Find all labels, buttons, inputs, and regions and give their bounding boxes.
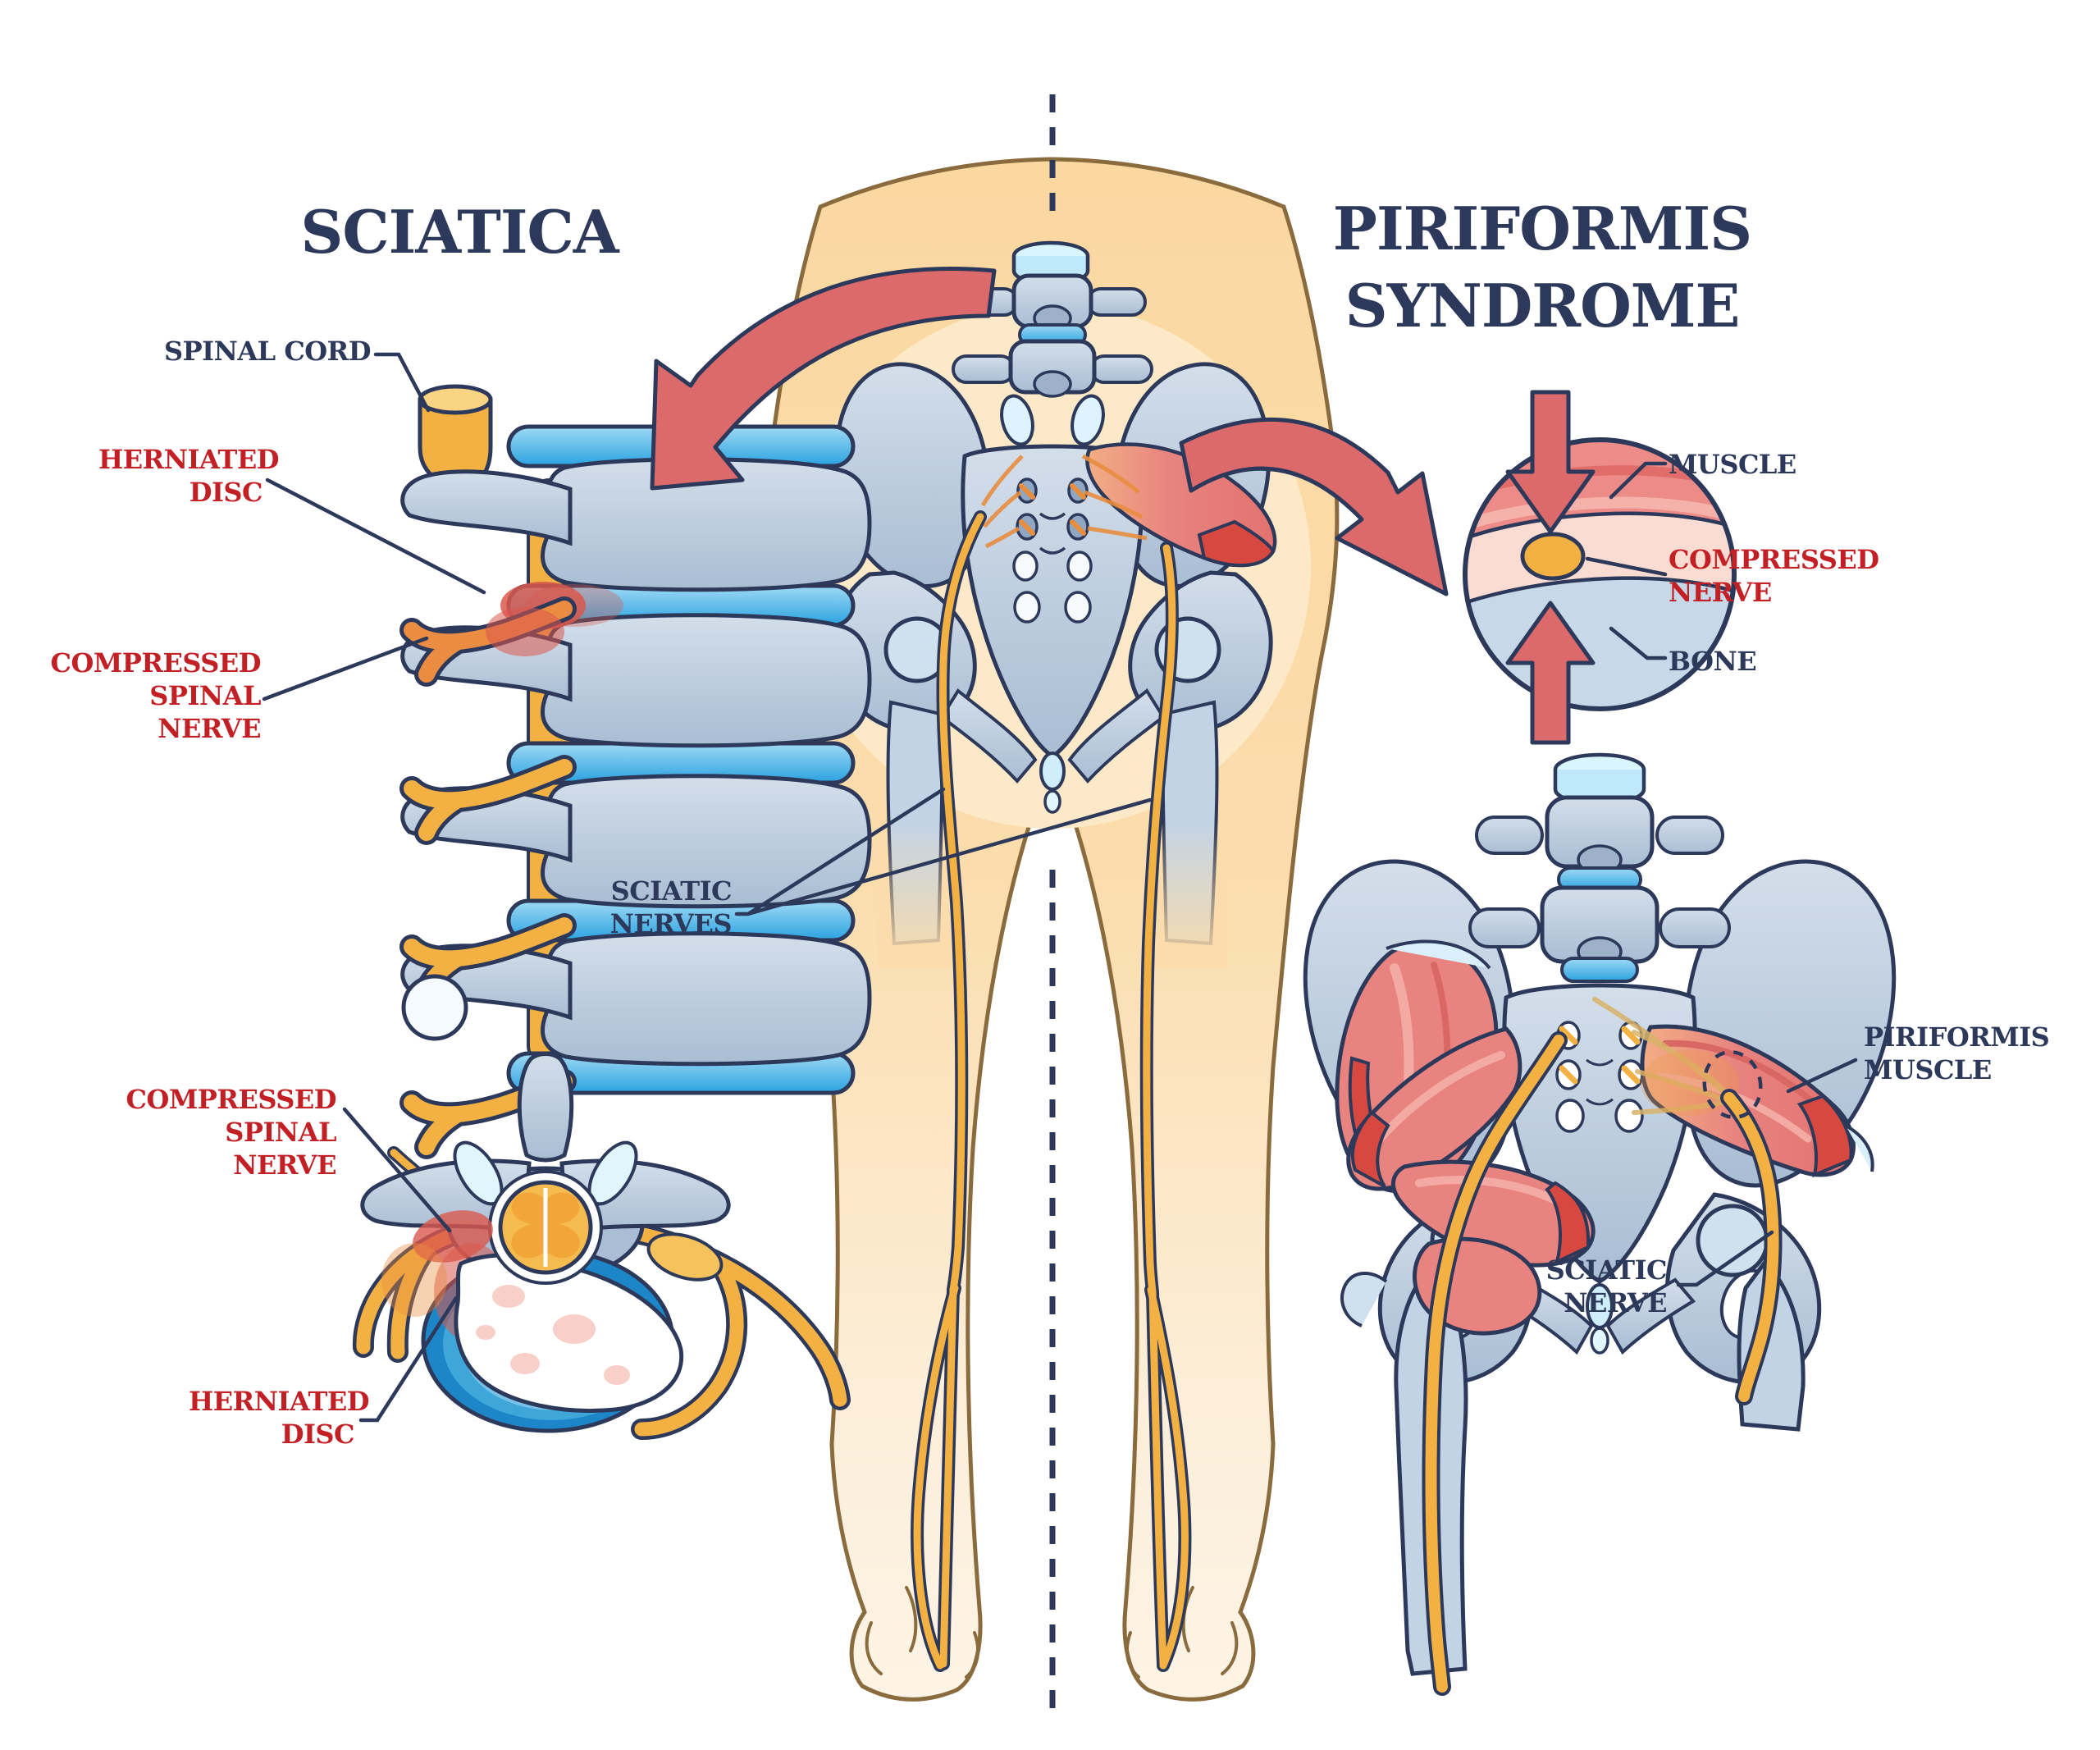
arrow-to-sciatica [650,267,997,491]
leader-herniated-disc-lower [358,1295,459,1423]
leader-compressed-spinal-nerve-upper [262,636,429,701]
pelvis-piriformis-view [1303,752,1893,1687]
bone-label: BONE [1669,646,1757,677]
compressed-spinal-nerve-upper-label: COMPRESSED SPINAL NERVE [50,647,262,744]
compressed-nerve-label: COMPRESSED NERVE [1669,544,1879,608]
arrow-to-piriformis [1179,417,1449,596]
leader-compressed-spinal-nerve-lower [342,1107,452,1233]
compression-site-dashed-circle [1702,1049,1763,1120]
piriformis-center [980,442,1277,568]
leader-bone [1609,626,1668,660]
leader-lines [262,352,1858,1423]
sciatic-nerves-label: SCIATIC NERVES [609,875,733,939]
leader-sciatic-nerve [1676,1230,1774,1287]
leader-spinal-cord [373,352,431,413]
leader-compressed-nerve [1585,556,1668,577]
herniated-disc-upper-label: HERNIATED DISC [98,444,279,508]
leader-muscle [1609,461,1668,500]
herniated-disc-lower-label: HERNIATED DISC [189,1386,369,1450]
leader-piriformis-muscle [1786,1058,1858,1094]
leader-herniated-disc-upper [265,477,486,595]
pressure-arrow-down [1505,390,1596,534]
spinal-cord-label: SPINAL CORD [163,336,372,367]
piriformis-syndrome-title: PIRIFORMIS SYNDROME [1332,194,1752,340]
foot-detail-lines [865,1586,1239,1679]
leader-sciatic-nerves [734,787,1153,916]
sciatic-nerve-label: SCIATIC NERVE [1545,1254,1668,1318]
connector-arrows [650,267,1449,596]
vertebra-cross-section [363,1052,840,1432]
spine-side-view [403,384,872,1147]
compressed-spinal-nerve-lower-label: COMPRESSED SPINAL NERVE [126,1084,337,1181]
muscle-label: MUSCLE [1669,449,1796,480]
pressure-arrow-up [1505,601,1596,745]
sciatica-title: SCIATICA [300,197,619,267]
piriformis-muscle-label: PIRIFORMIS MUSCLE [1864,1021,2050,1085]
